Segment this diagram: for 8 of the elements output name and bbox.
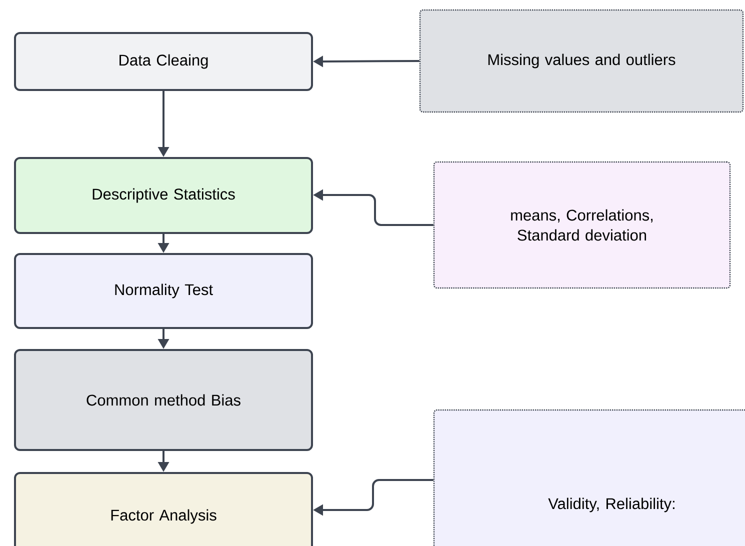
process-box: Common method Bias [14, 349, 313, 451]
note-box: means, Correlations, Standard deviation [433, 161, 731, 289]
process-box: Factor Analysis [14, 472, 313, 546]
process-box: Descriptive Statistics [14, 157, 313, 234]
process-box: Normality Test [14, 253, 313, 329]
note-box: Missing values and outliers [419, 9, 744, 113]
note-box: Validity, Reliability: [433, 409, 745, 546]
process-box: Data Cleaing [14, 32, 313, 91]
